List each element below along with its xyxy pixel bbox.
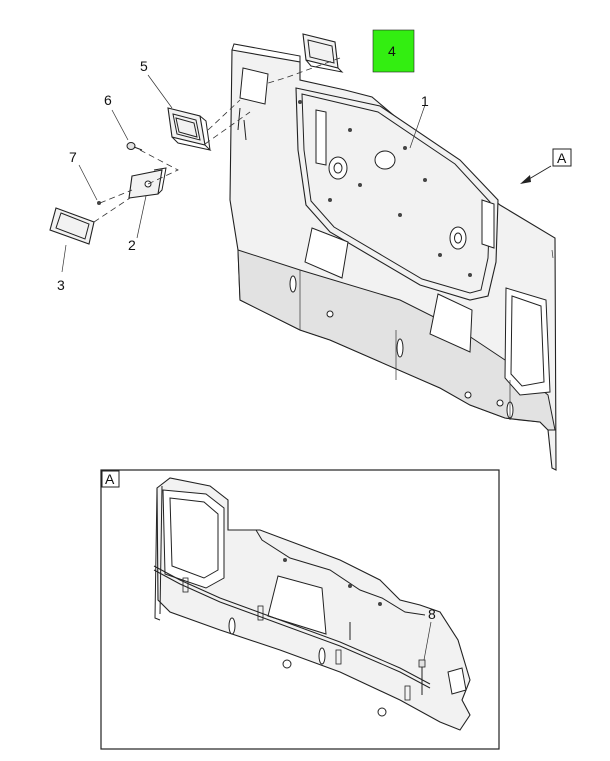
view-a-reference-label: A xyxy=(557,150,567,166)
lamp-assembly-part-5 xyxy=(167,107,212,151)
back-panel-part-1 xyxy=(229,43,557,471)
callout-5: 5 xyxy=(140,58,148,74)
callout-4-box xyxy=(372,29,415,73)
view-a-reference-box xyxy=(552,148,572,167)
callout-4-highlight[interactable]: 4 xyxy=(372,29,415,73)
callout-6: 6 xyxy=(104,92,112,108)
callout-4[interactable]: 4 xyxy=(388,43,396,59)
fastener-part-7 xyxy=(97,201,101,205)
gasket-part-3 xyxy=(49,207,95,245)
assembly-guide-lines xyxy=(93,57,341,223)
callout-3: 3 xyxy=(57,277,65,293)
detail-view-a-tag-box xyxy=(101,470,120,488)
detail-view-a-tag: A xyxy=(105,471,115,487)
screw-part-6 xyxy=(126,142,143,151)
bracket-part-2 xyxy=(128,167,167,199)
callout-8: 8 xyxy=(428,606,436,622)
leader-lines xyxy=(61,74,426,273)
callout-2: 2 xyxy=(128,237,136,253)
view-a-reference: A xyxy=(520,148,572,184)
callout-1: 1 xyxy=(421,93,429,109)
lamp-housing-part-4 xyxy=(302,33,344,73)
callout-7: 7 xyxy=(69,149,77,165)
detail-view-a: A xyxy=(100,469,500,750)
